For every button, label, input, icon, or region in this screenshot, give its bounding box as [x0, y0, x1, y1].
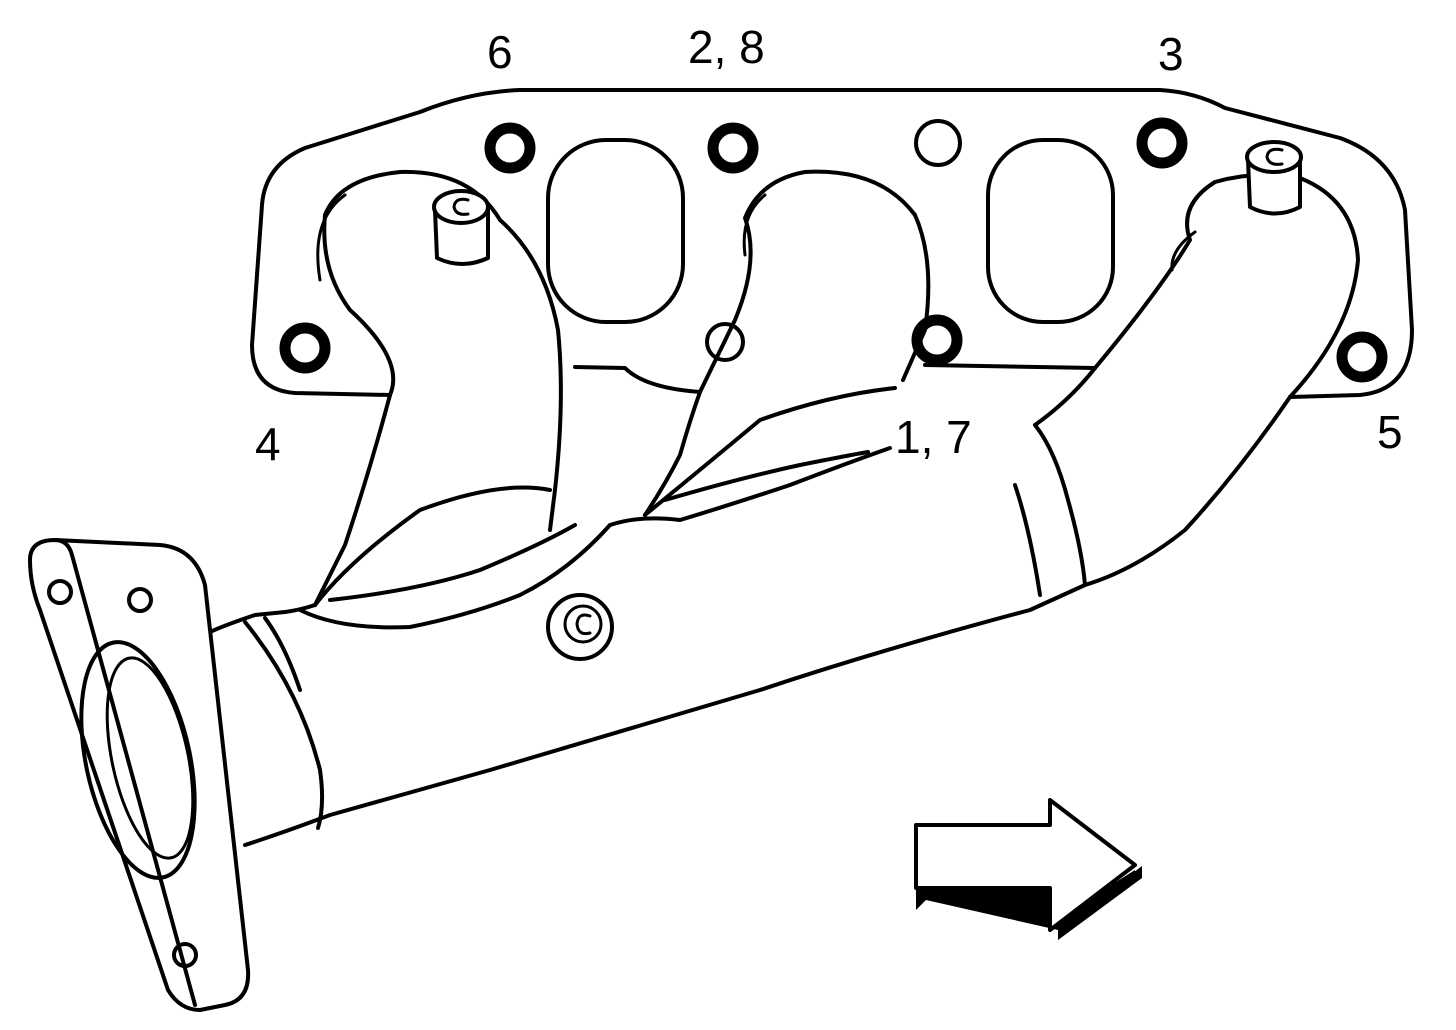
- bolt-hole-4: [279, 322, 331, 374]
- sensor-boss: [546, 593, 614, 661]
- callout-5: 5: [1377, 406, 1403, 458]
- flange-bolts: [279, 117, 1388, 383]
- bolt-hole-5: [1336, 331, 1388, 383]
- stud-left: [432, 189, 490, 266]
- bolt-hole-2-8: [707, 122, 759, 174]
- callout-1-7: 1, 7: [895, 411, 972, 463]
- port-left: [546, 138, 685, 324]
- callout-4: 4: [255, 418, 281, 470]
- manifold-collector: [208, 386, 1087, 847]
- bolt-hole-6: [484, 122, 536, 174]
- port-right: [986, 138, 1115, 324]
- callout-labels: 6 2, 8 3 4 1, 7 5: [255, 21, 1403, 470]
- arrow-right-icon: [914, 798, 1142, 940]
- outlet-flange: [28, 538, 251, 1012]
- bolt-hole-3: [1136, 117, 1188, 169]
- manifold-flange-plate: [250, 88, 1414, 399]
- callout-2-8: 2, 8: [688, 21, 765, 73]
- outlet-bore: [79, 640, 197, 880]
- bolt-hole-spare-top: [914, 119, 962, 167]
- runner-studs: [432, 140, 1303, 266]
- outlet-flange-hole-tr: [127, 587, 153, 613]
- outlet-flange-hole-b: [172, 942, 198, 968]
- flange-ports: [546, 138, 1115, 324]
- stud-right: [1245, 140, 1303, 216]
- outlet-flange-hole-tl: [47, 579, 73, 605]
- sensor-boss-inner: [563, 604, 603, 644]
- bolt-hole-1-7: [911, 314, 963, 366]
- callout-3: 3: [1158, 28, 1184, 80]
- callout-6: 6: [487, 26, 513, 78]
